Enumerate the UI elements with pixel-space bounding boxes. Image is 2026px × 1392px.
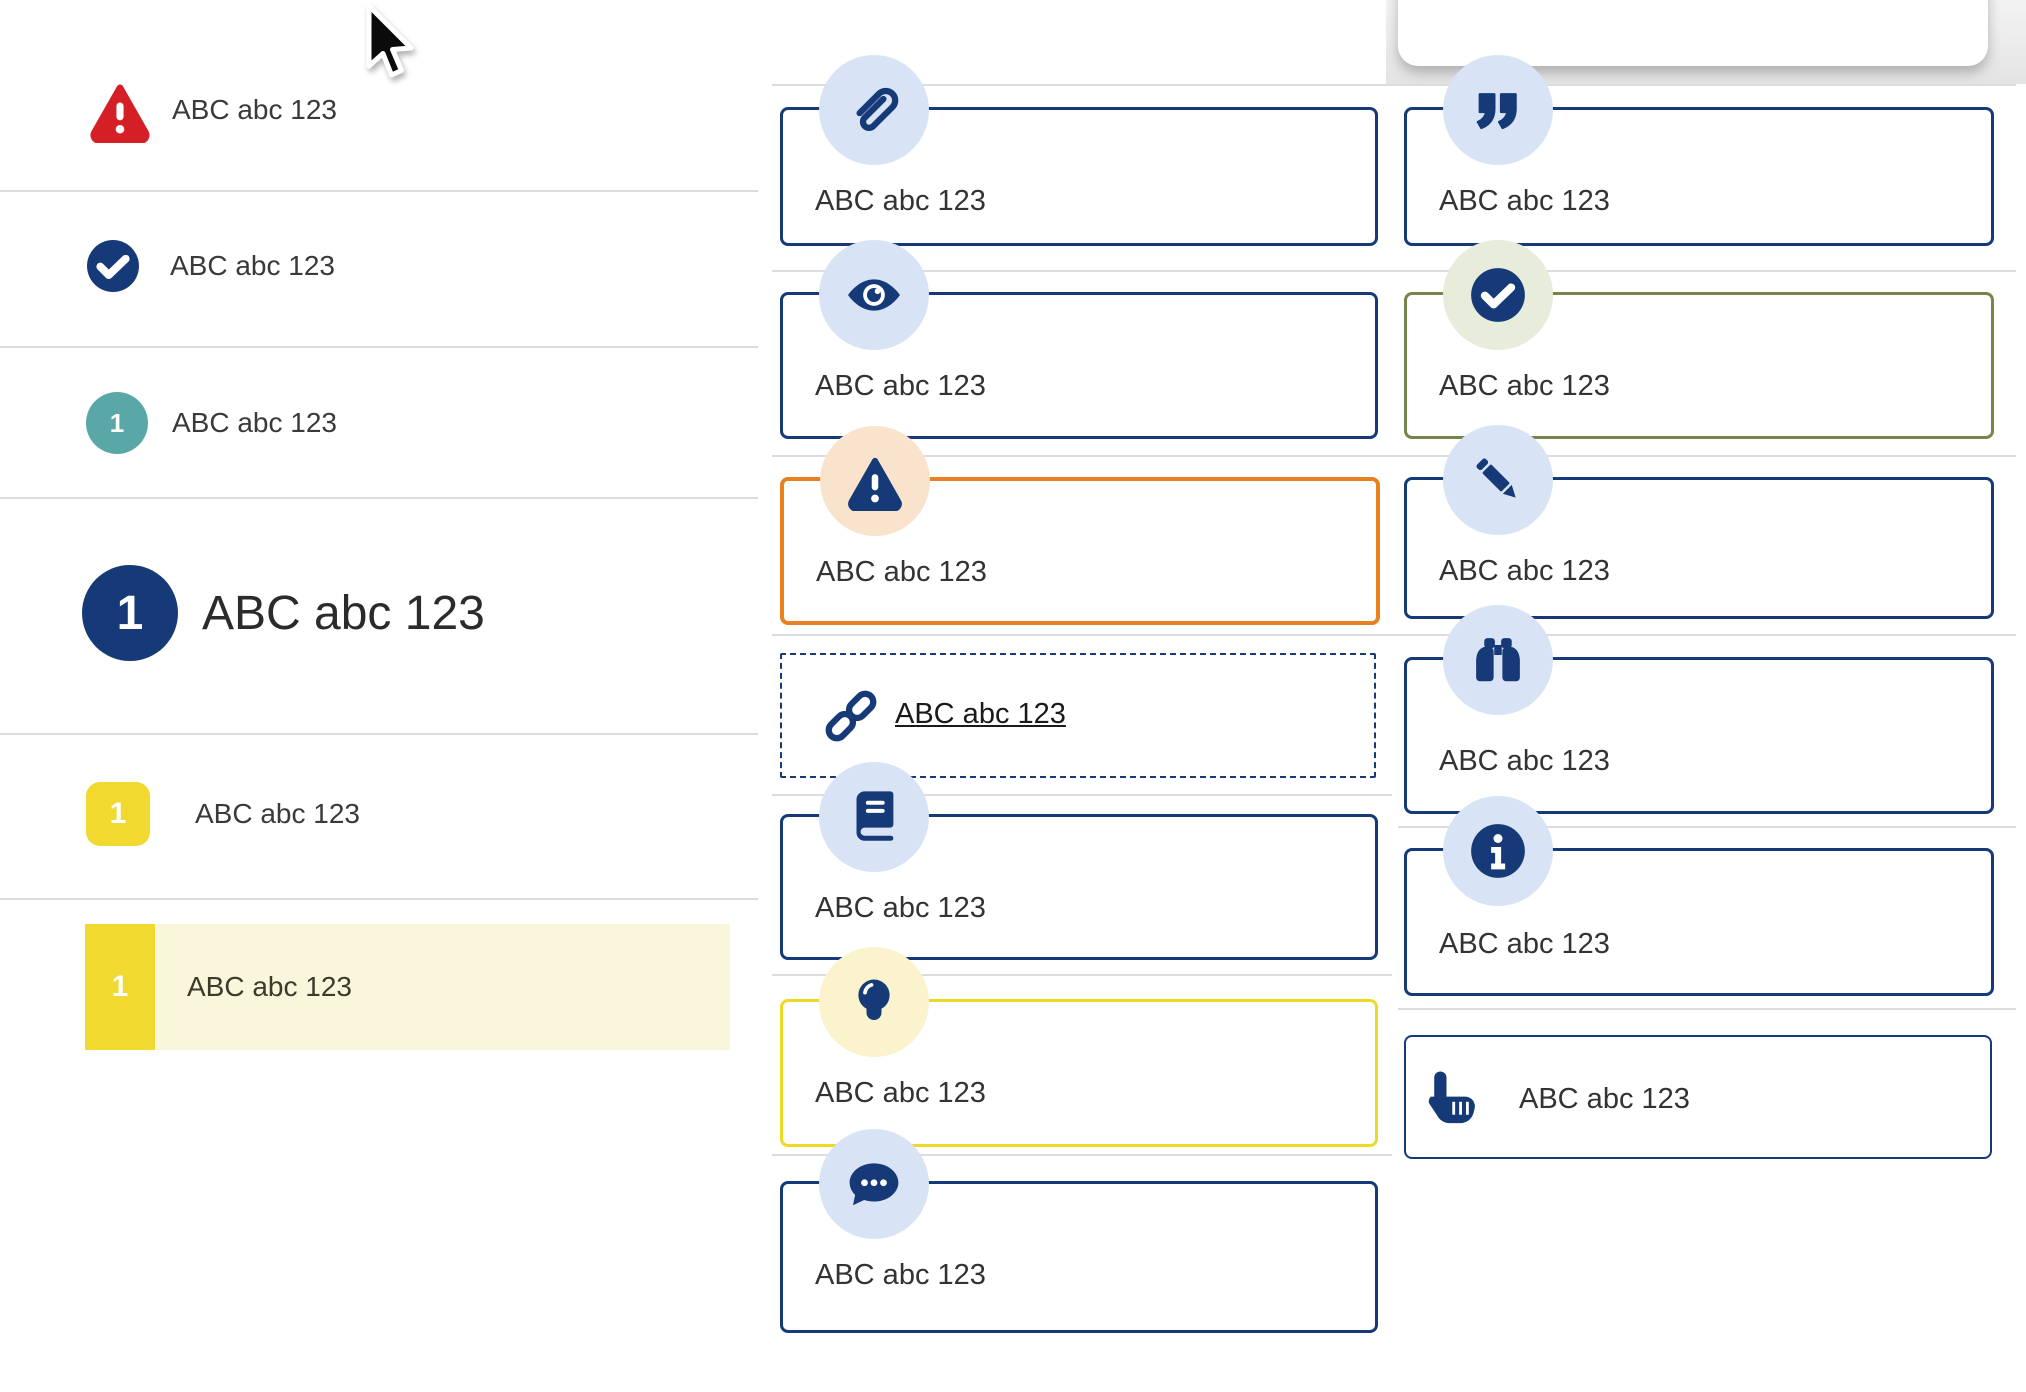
callout-card-attachment[interactable]: ABC abc 123: [780, 55, 1378, 246]
callout-link-text[interactable]: ABC abc 123: [895, 698, 1066, 730]
callout-label: ABC abc 123: [815, 370, 986, 402]
callout-card-warning[interactable]: ABC abc 123: [780, 426, 1380, 625]
callout-card-search[interactable]: ABC abc 123: [1404, 605, 1994, 814]
list-item-warning[interactable]: ABC abc 123: [84, 74, 337, 146]
divider: [772, 84, 2016, 86]
divider: [1398, 826, 2016, 828]
divider: [772, 974, 1392, 976]
callout-label: ABC abc 123: [1439, 555, 1610, 587]
callout-label: ABC abc 123: [815, 892, 986, 924]
hand-pointer-icon: [1420, 1059, 1482, 1133]
paperclip-icon: [819, 55, 929, 165]
quote-icon: [1443, 55, 1553, 165]
callout-label: ABC abc 123: [1439, 370, 1610, 402]
list-item-check[interactable]: ABC abc 123: [84, 237, 335, 295]
divider: [772, 634, 2016, 636]
divider: [0, 898, 758, 900]
divider: [772, 270, 2016, 272]
numbered-square-badge: 1: [85, 924, 155, 1050]
list-item-numbered-teal[interactable]: 1 ABC abc 123: [86, 392, 337, 454]
callout-card-edit[interactable]: ABC abc 123: [1404, 425, 1994, 619]
callout-card-quote[interactable]: ABC abc 123: [1404, 55, 1994, 246]
callout-label: ABC abc 123: [1519, 1083, 1690, 1115]
list-item-numbered-large[interactable]: 1 ABC abc 123: [82, 565, 485, 661]
list-item-numbered-yellow-highlighted[interactable]: 1 ABC abc 123: [85, 924, 730, 1050]
comment-dots-icon: [819, 1129, 929, 1239]
warning-triangle-icon: [84, 77, 156, 143]
info-circle-icon: [1443, 796, 1553, 906]
list-item-label: ABC abc 123: [172, 94, 337, 125]
link-icon: [818, 686, 884, 746]
divider: [0, 346, 758, 348]
warning-triangle-icon: [820, 426, 930, 536]
pencil-icon: [1443, 425, 1553, 535]
callout-card-success[interactable]: ABC abc 123: [1404, 240, 1994, 439]
divider: [772, 1154, 1392, 1156]
callout-label: ABC abc 123: [1439, 185, 1610, 217]
divider: [1398, 1008, 2016, 1010]
callout-card-view[interactable]: ABC abc 123: [780, 240, 1378, 439]
callout-card-action[interactable]: ABC abc 123: [1404, 1035, 1992, 1159]
divider: [0, 190, 758, 192]
list-item-label: ABC abc 123: [170, 250, 335, 281]
divider: [772, 455, 2016, 457]
callout-label: ABC abc 123: [816, 556, 987, 588]
callout-card-info[interactable]: ABC abc 123: [1404, 796, 1994, 996]
binoculars-icon: [1443, 605, 1553, 715]
callout-label: ABC abc 123: [815, 185, 986, 217]
check-circle-icon: [1443, 240, 1553, 350]
numbered-square-badge: 1: [86, 782, 150, 846]
callout-label: ABC abc 123: [815, 1077, 986, 1109]
mouse-cursor: [366, 3, 414, 78]
divider: [0, 497, 758, 499]
numbered-circle-badge-large: 1: [82, 565, 178, 661]
callout-card-comment[interactable]: ABC abc 123: [780, 1129, 1378, 1333]
callout-card-link[interactable]: ABC abc 123: [780, 653, 1376, 778]
callout-card-tip[interactable]: ABC abc 123: [780, 947, 1378, 1147]
lightbulb-icon: [819, 947, 929, 1057]
divider: [0, 733, 758, 735]
list-item-label: ABC abc 123: [187, 971, 352, 1002]
callout-card-book[interactable]: ABC abc 123: [780, 762, 1378, 960]
list-item-numbered-yellow[interactable]: 1 ABC abc 123: [86, 782, 360, 846]
divider: [772, 794, 1392, 796]
numbered-circle-badge: 1: [86, 392, 148, 454]
check-circle-icon: [84, 237, 142, 295]
list-item-label: ABC abc 123: [172, 407, 337, 438]
list-item-label: ABC abc 123: [202, 586, 485, 640]
book-icon: [819, 762, 929, 872]
callout-label: ABC abc 123: [1439, 928, 1610, 960]
callout-label: ABC abc 123: [1439, 745, 1610, 777]
eye-icon: [819, 240, 929, 350]
list-item-label: ABC abc 123: [195, 798, 360, 829]
callout-label: ABC abc 123: [815, 1259, 986, 1291]
